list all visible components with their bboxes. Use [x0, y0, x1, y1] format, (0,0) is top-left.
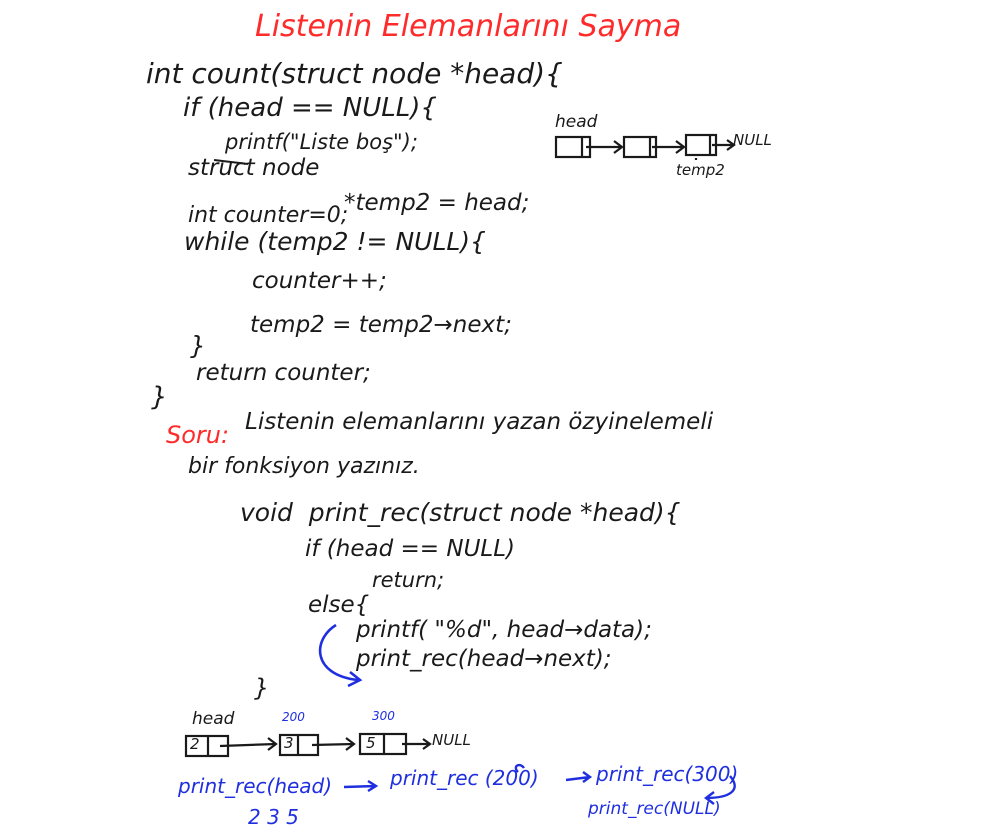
count-code-line-1: int count(struct node *head){	[146, 57, 563, 90]
diagram1-temp-label: temp2	[676, 161, 725, 179]
diagram1-node-3	[684, 133, 718, 157]
diagram2-arrow-2	[311, 737, 356, 751]
count-code-line-7: counter++;	[252, 268, 387, 294]
diagram2-addr-200: 200	[282, 710, 305, 724]
trace-call-4: print_rec(NULL)	[588, 799, 721, 819]
count-code-line-4: struct node	[188, 155, 320, 181]
diagram1-null-label: NULL	[733, 131, 772, 149]
rec-code-line-7: }	[254, 674, 270, 702]
count-code-line-5a: int counter=0;	[188, 203, 349, 228]
question-line-2: bir fonksiyon yazınız.	[188, 454, 420, 479]
count-code-line-11: }	[151, 382, 168, 412]
trace-call-2: print_rec (200)	[390, 766, 539, 790]
count-code-line-8: temp2 = temp2→next;	[250, 312, 512, 338]
rec-code-line-2: if (head == NULL)	[305, 536, 515, 562]
trace-arrow-1	[343, 779, 379, 793]
diagram2-node1-value: 2	[190, 735, 200, 753]
trace-output: 2 3 5	[248, 805, 299, 829]
diagram1-list	[554, 133, 736, 160]
diagram2-head-label: head	[192, 709, 235, 729]
count-code-line-5b: *temp2 = head;	[344, 190, 530, 216]
page-title: Listenin Elemanlarını Sayma	[255, 9, 682, 44]
diagram2-addr-300: 300	[372, 709, 395, 723]
diagram2-null-label: NULL	[432, 731, 471, 749]
count-code-line-9: }	[190, 331, 206, 360]
count-code-line-3: printf("Liste boş");	[225, 130, 418, 154]
diagram2-arrow-3	[402, 738, 432, 750]
question-label: Soru:	[166, 421, 230, 449]
diagram1-head-label: head	[555, 112, 598, 132]
diagram2-list	[184, 732, 432, 758]
trace-call-1: print_rec(head)	[178, 774, 333, 798]
diagram1-node-1	[554, 135, 592, 159]
question-line-1: Listenin elemanlarını yazan özyinelemeli	[245, 409, 714, 435]
trace-call-3: print_rec(300)	[596, 762, 739, 786]
diagram2-node3-value: 5	[366, 734, 376, 752]
recursion-arc	[318, 623, 363, 688]
rec-code-line-4: else{	[308, 592, 370, 618]
diagram1-arrow-3	[712, 139, 736, 151]
count-code-line-6: while (temp2 != NULL){	[184, 227, 486, 256]
diagram1-arrow-1	[586, 140, 624, 154]
diagram2-arrow-1	[219, 737, 278, 751]
diagram1-arrow-2	[652, 140, 686, 154]
trace-arrow-2	[565, 771, 593, 783]
rec-code-line-5: printf( "%d", head→data);	[356, 617, 652, 643]
count-code-line-2: if (head == NULL){	[183, 93, 437, 123]
rec-code-line-1: void print_rec(struct node *head){	[240, 498, 681, 527]
rec-code-line-3: return;	[372, 568, 445, 592]
diagram2-node2-value: 3	[284, 734, 294, 752]
diagram1-node-2	[622, 135, 658, 159]
count-code-line-10: return counter;	[196, 360, 371, 386]
rec-code-line-6: print_rec(head→next);	[356, 646, 612, 672]
